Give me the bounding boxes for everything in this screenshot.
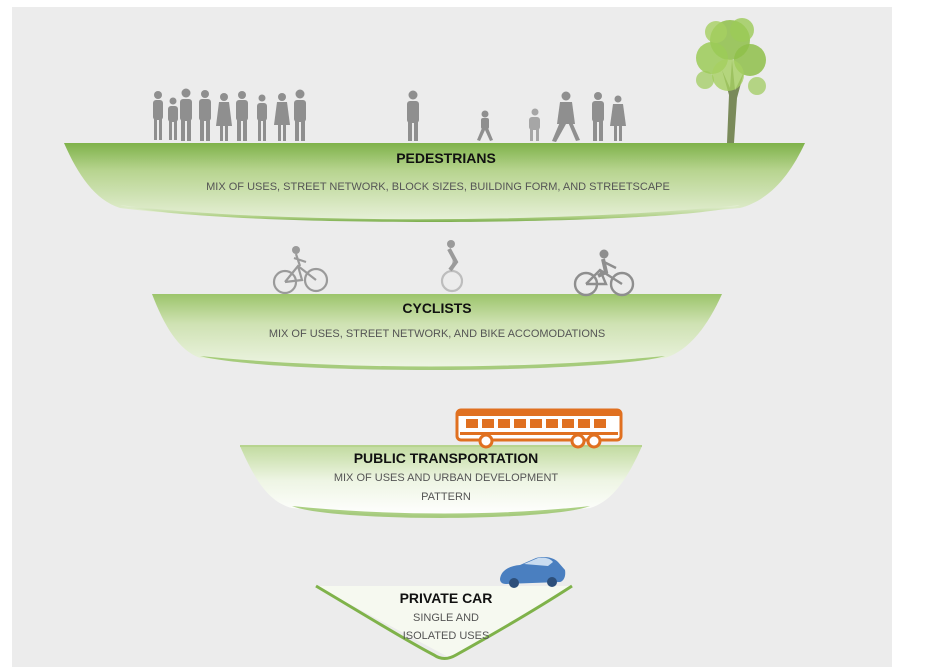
pedestrians-band-bottom: [120, 205, 740, 222]
person-icon: [180, 88, 192, 141]
public-transportation-band-bottom: [292, 506, 590, 518]
person-icon: [236, 91, 248, 141]
bicycle-icon: [440, 240, 464, 293]
person-icon: [216, 93, 232, 141]
bicycle-icon: [272, 246, 329, 295]
person-icon: [294, 89, 306, 141]
pedestrians-description: MIX OF USES, STREET NETWORK, BLOCK SIZES…: [206, 181, 670, 193]
person-icon: [199, 90, 211, 141]
pedestrians-band: [64, 143, 805, 222]
person-icon: [153, 91, 163, 140]
private-car-title: PRIVATE CAR: [400, 590, 493, 606]
public-transportation-description-line-1: MIX OF USES AND URBAN DEVELOPMENT: [334, 472, 559, 484]
people-silhouettes: [153, 88, 626, 142]
cyclists-band-bottom: [200, 356, 665, 370]
person-icon: [529, 108, 540, 141]
right-margin: [892, 0, 928, 667]
public-transportation-title: PUBLIC TRANSPORTATION: [354, 450, 539, 466]
car-icon: [500, 557, 566, 588]
person-icon: [592, 92, 604, 141]
person-icon: [257, 94, 267, 141]
person-icon: [407, 90, 419, 141]
person-icon: [274, 93, 290, 141]
person-icon: [552, 91, 580, 142]
pedestrians-title: PEDESTRIANS: [396, 150, 496, 166]
tier-public-transportation: PUBLIC TRANSPORTATION MIX OF USES AND UR…: [240, 408, 642, 518]
cyclists-title: CYCLISTS: [402, 300, 471, 316]
bus-icon: [455, 408, 623, 449]
cyclists-description: MIX OF USES, STREET NETWORK, AND BIKE AC…: [269, 328, 605, 340]
tree-icon: [696, 18, 766, 143]
child-icon: [477, 110, 493, 141]
private-car-outline: [315, 584, 573, 660]
tier-cyclists: CYCLISTS MIX OF USES, STREET NETWORK, AN…: [152, 240, 722, 370]
bicycle-icon: [573, 249, 635, 297]
public-transportation-band: [240, 446, 642, 516]
tier-private-car: PRIVATE CAR SINGLE AND ISOLATED USES: [315, 557, 573, 660]
person-icon: [168, 97, 178, 140]
public-transportation-description-line-2: PATTERN: [421, 491, 471, 503]
tier-pedestrians: PEDESTRIANS MIX OF USES, STREET NETWORK,…: [64, 18, 805, 222]
private-car-description-line-1: SINGLE AND: [413, 612, 479, 624]
person-icon: [610, 95, 626, 141]
private-car-description-line-2: ISOLATED USES: [403, 630, 490, 642]
private-car-band: [316, 586, 572, 658]
cyclists-band: [152, 294, 722, 369]
